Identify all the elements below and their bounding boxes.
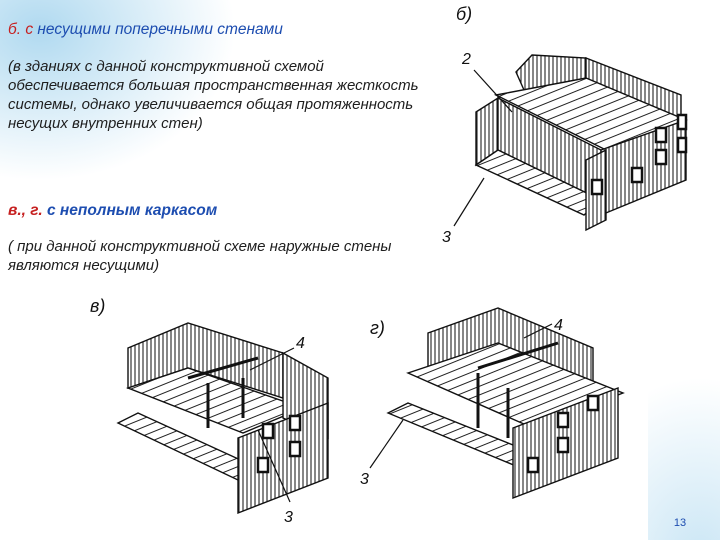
paragraph-bearing-walls-note: ( при данной конструктивной схеме наружн… <box>8 238 392 274</box>
heading-b-text: несущими поперечными стенами <box>33 21 283 38</box>
figure-g-callout-3: 3 <box>360 471 369 488</box>
figure-b-label: б) <box>456 4 472 24</box>
heading-b-prefix: б. с <box>8 21 34 38</box>
heading-vg-text: с неполным каркасом <box>42 202 218 219</box>
paragraph-rigidity-note: (в зданиях с данной конструктивной схемо… <box>8 58 419 132</box>
figure-g-callout-4: 4 <box>554 317 563 334</box>
heading-vg-prefix: в., г. <box>8 202 43 219</box>
figure-b-transverse-walls: б) 2 3 <box>436 0 720 250</box>
figure-v-label: в) <box>90 296 105 316</box>
figure-v-callout-3: 3 <box>284 509 293 526</box>
page-number: 13 <box>673 517 687 529</box>
figure-vg-partial-frame: в) 4 3 г) 4 3 <box>58 288 648 540</box>
heading-load-bearing-transverse-walls: б. с несущими поперечными стенами <box>8 20 428 39</box>
figure-v-callout-4: 4 <box>296 335 305 352</box>
figure-b-callout-3: 3 <box>442 229 451 246</box>
figure-vg-drawing: в) 4 3 г) 4 3 <box>90 296 625 526</box>
figure-g-label: г) <box>370 318 385 338</box>
heading-partial-frame: в., г. с неполным каркасом <box>8 201 428 220</box>
figure-b-callout-2: 2 <box>461 51 471 68</box>
figure-b-drawing: б) 2 3 <box>442 4 688 246</box>
